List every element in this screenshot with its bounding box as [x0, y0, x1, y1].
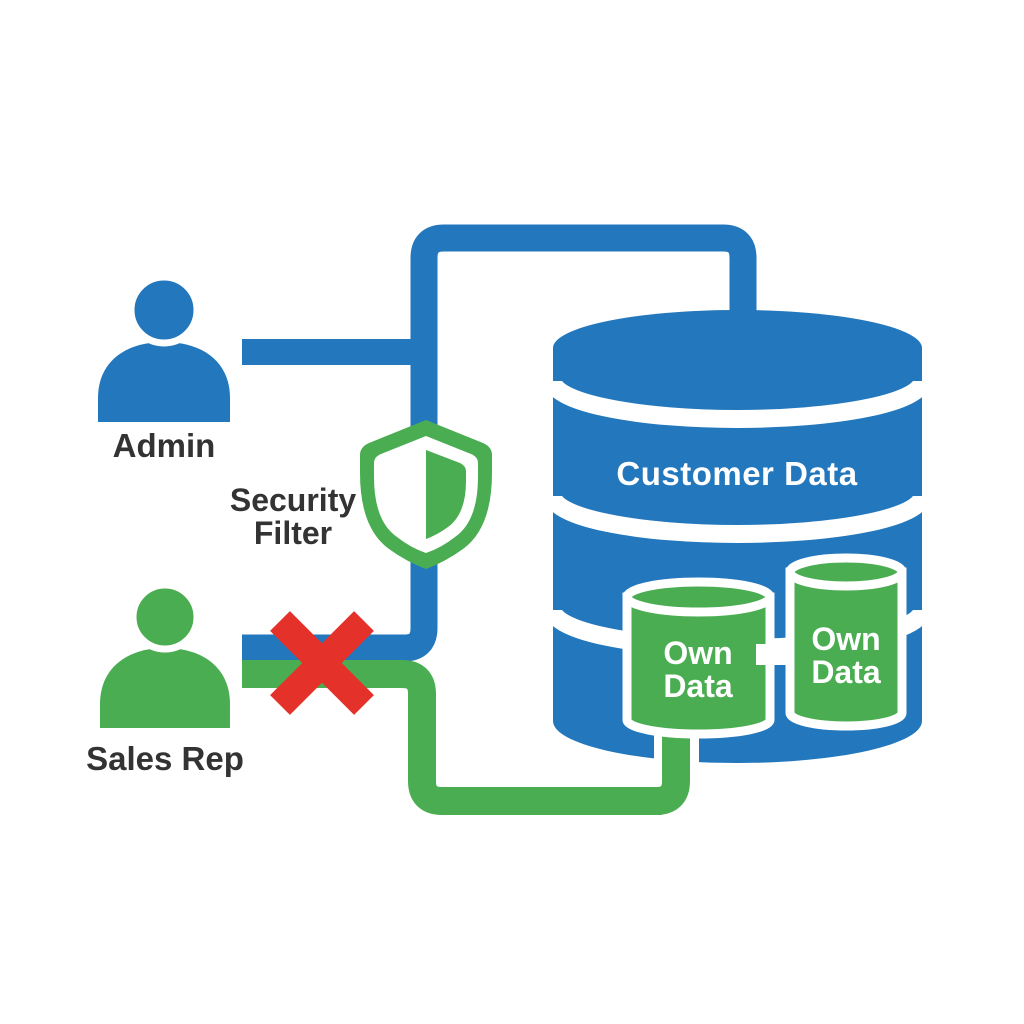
sales-rep-actor: Sales Rep [86, 581, 244, 777]
database-stripe-2 [544, 494, 931, 543]
security-filter: Security Filter [230, 420, 492, 569]
sales-rep-person-body-icon [100, 648, 230, 728]
own-data-left-body [622, 592, 775, 739]
security-filter-label-line1: Security [230, 482, 356, 518]
admin-connector-path [242, 224, 757, 662]
own-data-right-body [785, 567, 907, 731]
admin-person-head-icon [127, 273, 201, 347]
green-stub-line [646, 703, 690, 815]
own-data-right-label-line1: Own [811, 621, 880, 657]
blocked-x-icon [270, 611, 374, 715]
blocked-x-stroke-2 [270, 611, 374, 715]
admin-actor: Admin [98, 273, 230, 464]
admin-label: Admin [113, 427, 216, 464]
sales-rep-person-head-icon [129, 581, 201, 653]
security-filter-label-line2: Filter [254, 515, 332, 551]
own-data-right-top-ellipse [785, 553, 907, 591]
own-data-left-label-line1: Own [663, 635, 732, 671]
own-data-left-top-ellipse [622, 577, 775, 617]
own-data-cylinder-right: Own Data [785, 553, 907, 731]
customer-data-label: Customer Data [616, 455, 857, 492]
own-data-left-label-line2: Data [663, 668, 733, 704]
database-stripe-1 [544, 379, 931, 428]
admin-person-body-icon [98, 342, 230, 422]
salesrep-green-connector [242, 660, 662, 815]
shield-icon-half-fill [426, 450, 466, 539]
sales-rep-label: Sales Rep [86, 740, 244, 777]
own-data-right-label-line2: Data [811, 654, 881, 690]
blue-connector-main [242, 224, 757, 662]
database-top-ellipse [553, 310, 922, 386]
own-data-cylinder-left: Own Data [622, 577, 775, 739]
